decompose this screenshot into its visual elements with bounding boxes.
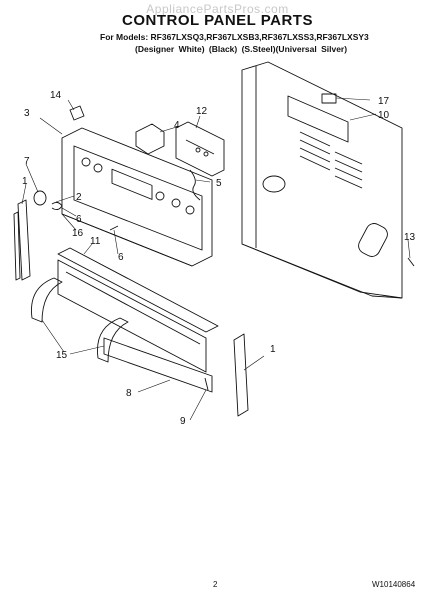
left-side-trim-inner: [13, 211, 21, 281]
knob-part: [33, 190, 47, 206]
wire-harness-part: [189, 169, 201, 201]
electronic-control-part: [175, 121, 225, 177]
callout-label: 9: [180, 416, 186, 427]
finishes-line: (Designer White) (Black) (S.Steel)(Unive…: [135, 44, 348, 54]
callout-label: 6: [76, 214, 82, 225]
callout-label: 10: [378, 110, 390, 121]
left-side-trim-part: [17, 199, 31, 281]
callout-label: 3: [24, 108, 30, 119]
models-line: For Models: RF367LXSQ3,RF367LXSB3,RF367L…: [100, 32, 369, 42]
right-side-trim-part: [233, 333, 249, 417]
lower-trim-part: [103, 337, 213, 393]
small-block-part: [69, 105, 85, 121]
callout-label: 6: [118, 252, 124, 263]
bracket-part: [135, 123, 165, 155]
callout-label: 15: [56, 350, 68, 361]
callout-label: 14: [50, 90, 62, 101]
callout-label: 5: [216, 178, 222, 189]
clip-spring-part: [51, 201, 63, 211]
trim-piece-part: [31, 277, 63, 323]
page-number: 2: [213, 580, 218, 589]
callout-label: 7: [24, 156, 30, 167]
callout-label: 11: [90, 236, 101, 247]
callout-label: 8: [126, 388, 132, 399]
screw-part: [204, 377, 209, 391]
callout-label: 17: [378, 96, 390, 107]
callout-label: 12: [196, 106, 208, 117]
manifold-panel-part: [57, 247, 219, 373]
trim-piece-part: [97, 317, 129, 363]
clip-part: [321, 93, 337, 104]
callout-label: 13: [404, 232, 416, 243]
callout-label: 2: [76, 192, 82, 203]
control-panel-part: [61, 127, 213, 267]
back-panel-part: [241, 61, 403, 299]
callout-label: 16: [72, 228, 84, 239]
callout-label: 4: [174, 120, 180, 131]
watermark-text: AppliancePartsPros.com: [146, 2, 289, 16]
callout-label: 1: [270, 344, 276, 355]
callout-label: 1: [22, 176, 28, 187]
screw-part: [407, 257, 415, 267]
screw-part: [109, 225, 119, 231]
page-title: CONTROL PANEL PARTS: [122, 12, 313, 29]
document-code: W10140864: [372, 580, 416, 589]
